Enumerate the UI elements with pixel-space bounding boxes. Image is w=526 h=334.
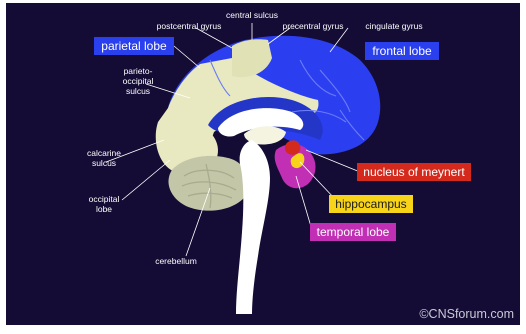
cerebellum xyxy=(168,156,249,211)
nucleus-of-meynert-tag: nucleus of meynert xyxy=(357,163,471,181)
nucleus-of-meynert-label: nucleus of meynert xyxy=(363,165,465,179)
label-occipital-2: lobe xyxy=(96,204,112,214)
parietal-lobe-tag: parietal lobe xyxy=(94,37,174,55)
label-calcarine-1: calcarine xyxy=(87,148,121,158)
label-precentral-gyrus: precentral gyrus xyxy=(283,21,344,31)
nucleus-of-meynert xyxy=(285,140,300,154)
label-parieto-occipital-2: occipital xyxy=(123,76,154,86)
label-parieto-occipital-3: sulcus xyxy=(126,86,150,96)
temporal-lobe-label: temporal lobe xyxy=(317,225,390,239)
label-calcarine-2: sulcus xyxy=(92,158,116,168)
label-parieto-occipital-1: parieto- xyxy=(124,66,153,76)
label-occipital-1: occipital xyxy=(89,194,120,204)
label-cerebellum: cerebellum xyxy=(155,256,197,266)
label-cingulate-gyrus: cingulate gyrus xyxy=(365,21,422,31)
copyright-text: ©CNSforum.com xyxy=(419,307,514,321)
parietal-lobe-label: parietal lobe xyxy=(101,39,167,53)
frontal-lobe-label: frontal lobe xyxy=(372,44,432,58)
hippocampus-tag: hippocampus xyxy=(329,195,413,213)
hippocampus-label: hippocampus xyxy=(335,197,406,211)
frontal-lobe-tag: frontal lobe xyxy=(365,42,439,60)
temporal-lobe-tag: temporal lobe xyxy=(310,223,396,241)
label-central-sulcus: central sulcus xyxy=(226,10,278,20)
label-postcentral-gyrus: postcentral gyrus xyxy=(157,21,222,31)
